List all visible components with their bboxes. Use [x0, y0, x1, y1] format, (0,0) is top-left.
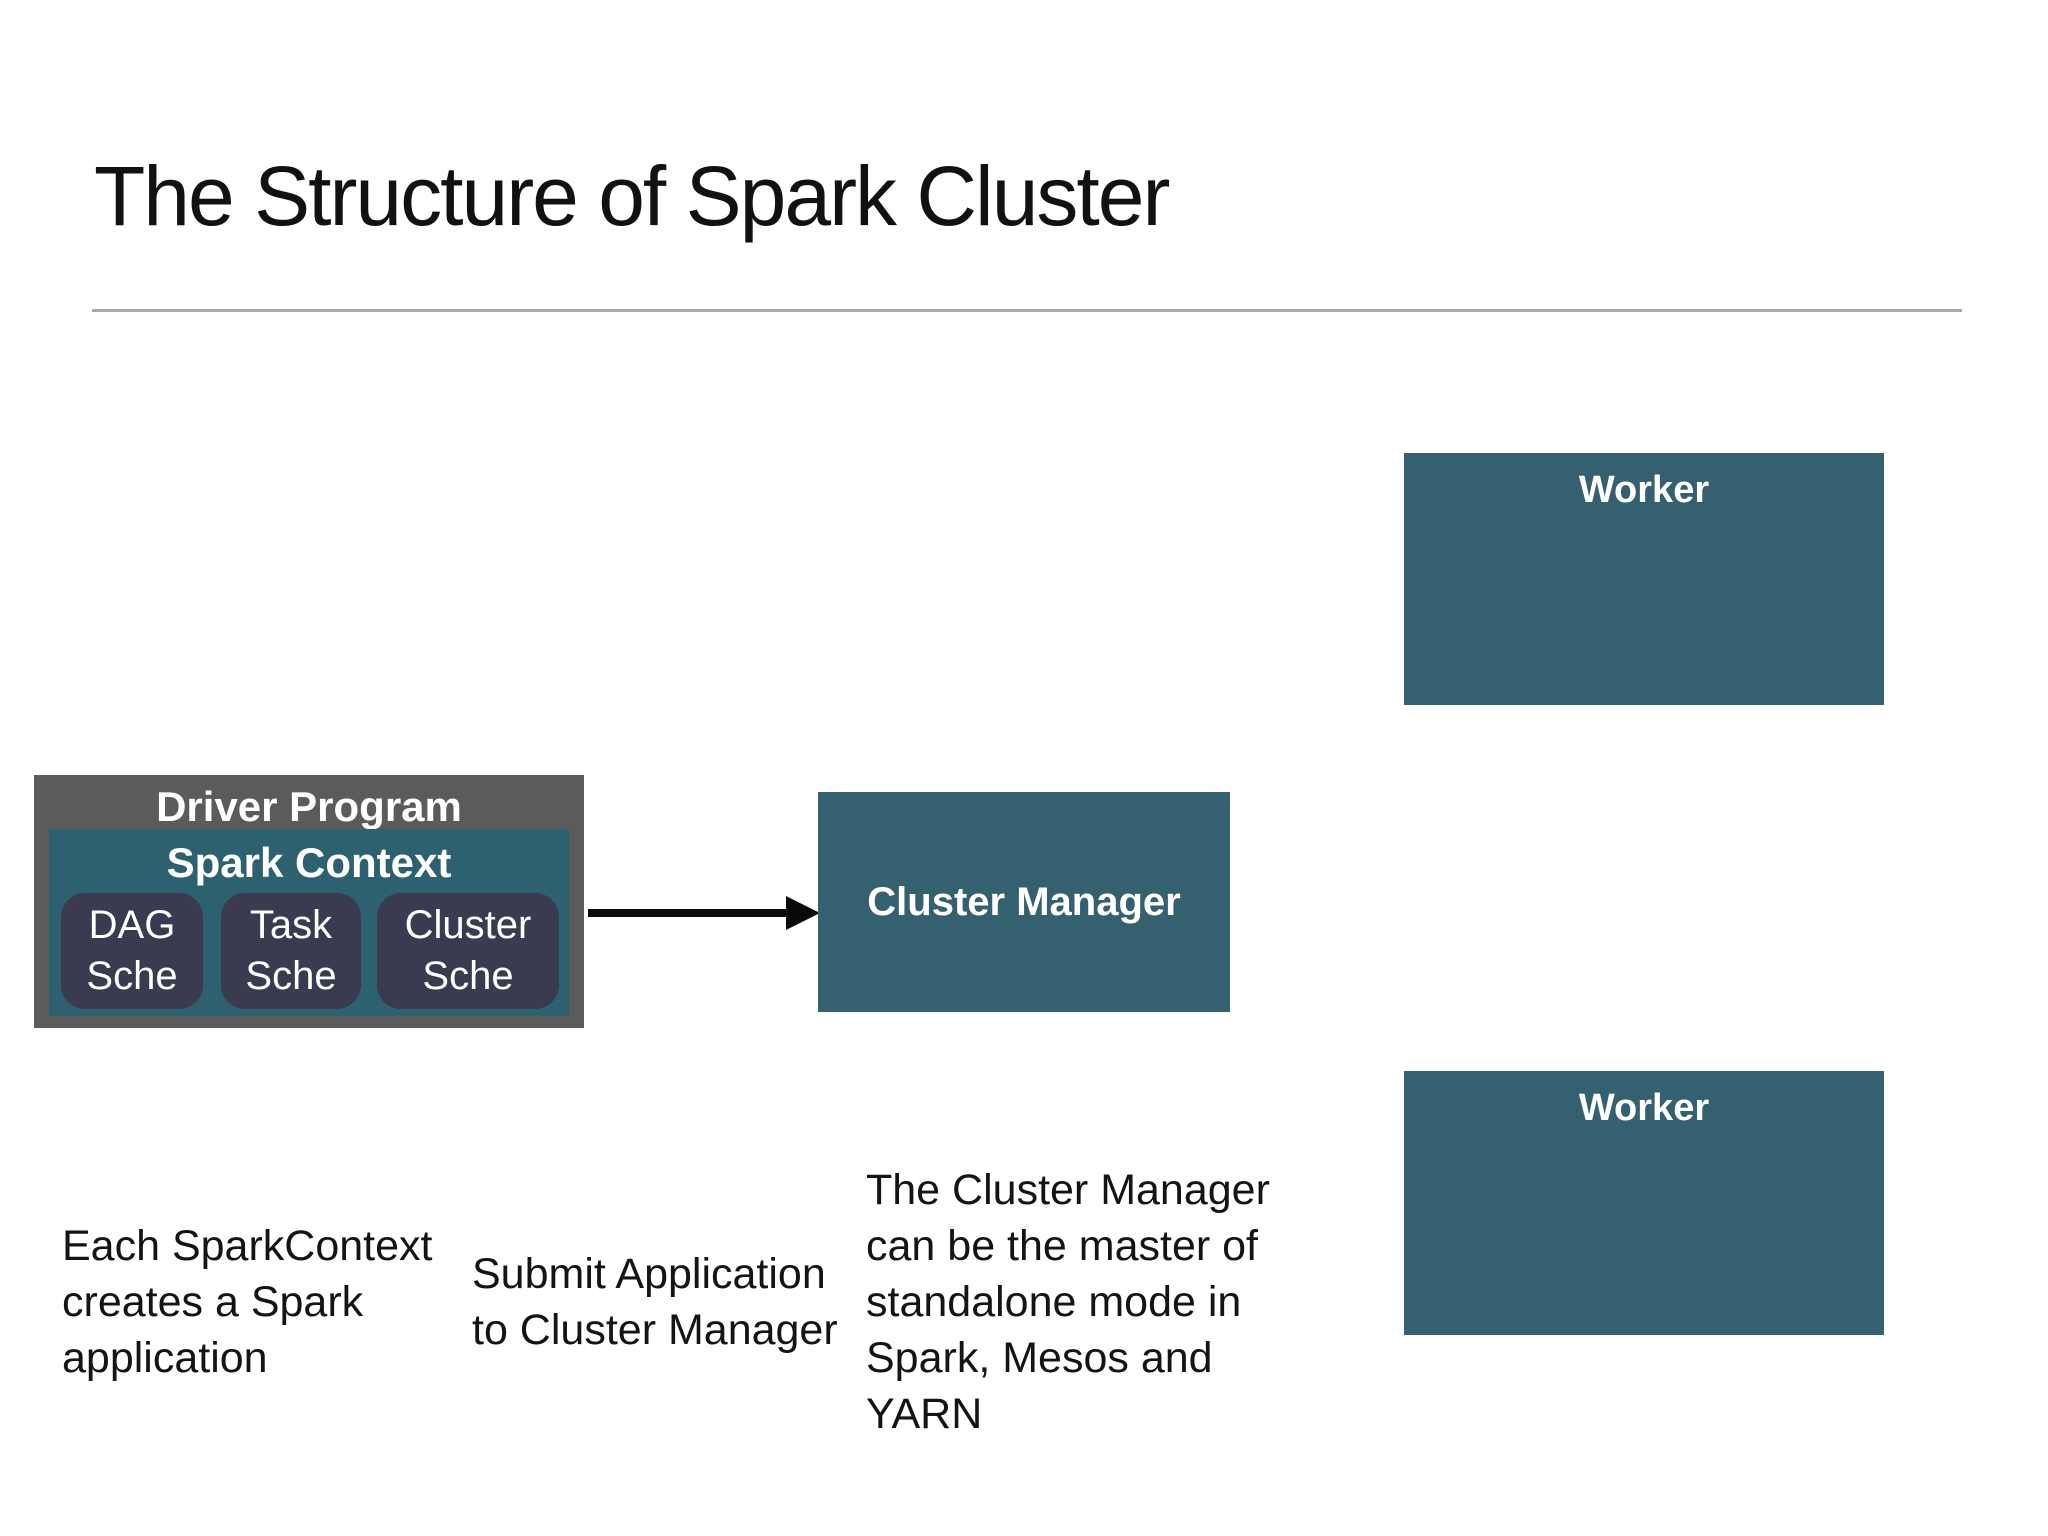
task-scheduler-label: Task Sche — [245, 903, 337, 998]
dag-scheduler-box: DAG Sche — [61, 893, 203, 1009]
dag-scheduler-label: DAG Sche — [86, 903, 178, 998]
cluster-scheduler-box: Cluster Sche — [377, 893, 559, 1009]
spark-context-label: Spark Context — [166, 839, 452, 886]
driver-program-label: Driver Program — [156, 783, 462, 830]
page-title: The Structure of Spark Cluster — [94, 149, 1170, 243]
note-cluster-manager: The Cluster Manager can be the master of… — [866, 1166, 1270, 1438]
cluster-manager-box: Cluster Manager — [818, 792, 1230, 1012]
arrow-line — [588, 909, 788, 917]
spark-context-box: Spark Context DAG Sche Task Sche Cluster… — [49, 829, 569, 1016]
cluster-scheduler-label: Cluster Sche — [404, 903, 532, 998]
note-spark-context: Each SparkContext creates a Spark applic… — [62, 1222, 433, 1382]
title-divider — [92, 309, 1962, 312]
arrow-right-icon — [786, 896, 820, 930]
worker-box-top: Worker — [1404, 453, 1884, 705]
worker-top-label: Worker — [1578, 469, 1710, 511]
cluster-manager-label: Cluster Manager — [867, 879, 1181, 924]
driver-program-box: Driver Program Spark Context DAG Sche Ta… — [34, 775, 584, 1028]
note-submit-application: Submit Application to Cluster Manager — [472, 1250, 838, 1354]
driver-to-cluster-arrow — [588, 896, 824, 930]
task-scheduler-box: Task Sche — [221, 893, 361, 1009]
worker-bottom-label: Worker — [1578, 1087, 1710, 1129]
worker-box-bottom: Worker — [1404, 1071, 1884, 1335]
